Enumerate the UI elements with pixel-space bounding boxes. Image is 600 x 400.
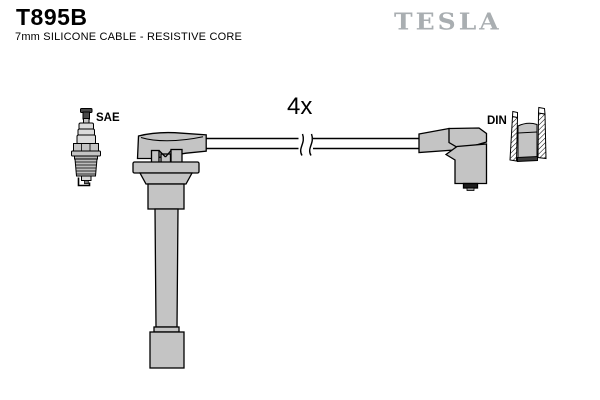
plug-electrode: [84, 180, 89, 185]
plug-hex-shell: [71, 143, 101, 160]
plug-threads: [74, 158, 98, 177]
din-label: DIN: [487, 115, 507, 127]
spark-plug-icon: [71, 108, 101, 187]
product-subtitle: 7mm SILICONE CABLE - RESISTIVE CORE: [15, 31, 243, 43]
sae-label: SAE: [96, 112, 120, 124]
cable-break-icon: [299, 133, 313, 156]
brand-logo: TESLA: [394, 8, 502, 35]
plug-ground-strap: [77, 177, 91, 187]
coil-boot-icon: [132, 132, 207, 369]
plug-insulator: [76, 122, 96, 145]
part-number: T895B: [16, 4, 88, 30]
din-elbow-boot-icon: [418, 127, 488, 191]
cable-line: [206, 133, 420, 156]
din-boot-tip: [462, 182, 479, 189]
din-socket-icon: [509, 106, 547, 163]
quantity-label: 4x: [287, 93, 312, 120]
